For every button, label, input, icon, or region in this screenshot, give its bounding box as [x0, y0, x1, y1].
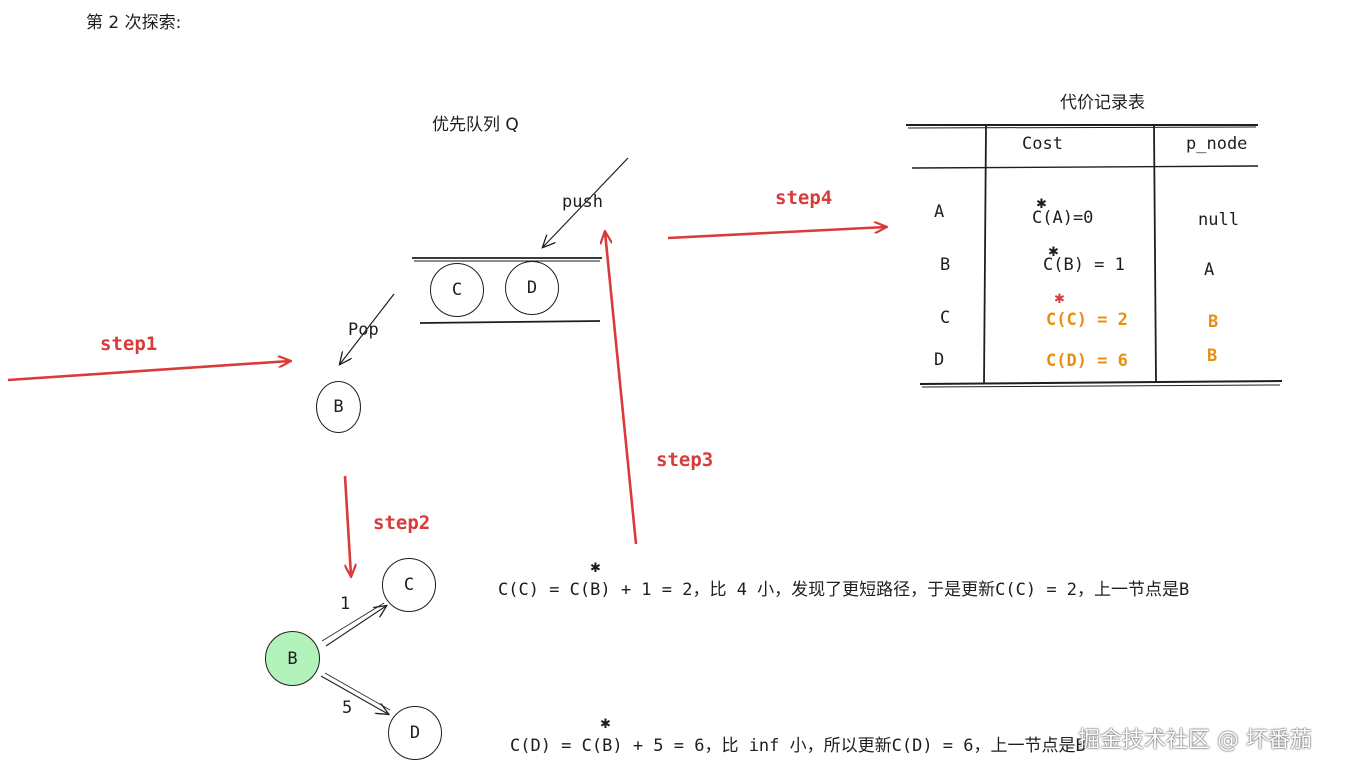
- formula-d: C(D) = C(B) + 5 = 6，比 inf 小，所以更新C(D) = 6…: [510, 736, 1086, 756]
- pop-label: Pop: [348, 320, 379, 340]
- graph-node-b: B: [265, 631, 320, 686]
- queue-title: 优先队列 Q: [432, 115, 519, 135]
- step2-label: step2: [373, 512, 431, 534]
- queue-bottom-rail: [419, 320, 601, 324]
- formula-c: C(C) = C(B) + 1 = 2，比 4 小，发现了更短路径，于是更新C(…: [498, 580, 1190, 600]
- table-header-pnode: p_node: [1186, 134, 1248, 154]
- page-heading: 第 2 次探索:: [86, 13, 182, 33]
- queue-node-d: D: [505, 261, 559, 315]
- star-mark-a: ✱: [1036, 197, 1047, 212]
- table-row-b-cost: C(B) = 1: [1043, 255, 1125, 275]
- table-row-b-pnode: A: [1204, 260, 1215, 280]
- step3-arrow: [605, 232, 638, 545]
- graph-node-d: D: [388, 706, 442, 760]
- step1-arrow: [7, 361, 290, 382]
- table-row-a-node: A: [934, 202, 945, 222]
- graph-node-c: C: [382, 558, 436, 612]
- star-mark-formula-c: ✱: [590, 561, 601, 576]
- table-row-c-node: C: [940, 308, 951, 328]
- edge-b-c: [325, 606, 386, 647]
- table-header-cost: Cost: [1022, 134, 1063, 154]
- table-row-d-node: D: [934, 350, 945, 370]
- push-label: push: [562, 192, 603, 212]
- step3-label: step3: [656, 449, 714, 471]
- table-row-d-pnode: B: [1207, 346, 1218, 366]
- table-row-b-node: B: [940, 255, 951, 275]
- step1-label: step1: [100, 333, 158, 355]
- star-mark-b: ✱: [1048, 245, 1059, 260]
- queue-node-c: C: [430, 263, 484, 317]
- table-col-divider-1: [983, 125, 987, 385]
- table-bottom-border: [919, 380, 1283, 385]
- table-row-c-pnode: B: [1208, 312, 1219, 332]
- table-col-divider-2: [1153, 125, 1157, 384]
- push-arrow: [543, 157, 629, 247]
- watermark: 掘金技术社区 @ 坏番茄: [1078, 728, 1312, 753]
- edge-weight-c: 1: [340, 594, 351, 614]
- pop-arrow: [340, 293, 395, 364]
- step2-arrow: [343, 475, 351, 576]
- step4-label: step4: [775, 187, 833, 209]
- step4-arrow: [667, 227, 886, 240]
- table-row-a-pnode: null: [1198, 210, 1239, 230]
- popped-node-b: B: [316, 381, 361, 433]
- star-mark-formula-d: ✱: [600, 717, 611, 732]
- edge-b-d: [320, 675, 388, 714]
- table-row-c-cost: C(C) = 2: [1046, 310, 1128, 330]
- edge-weight-d: 5: [342, 698, 353, 718]
- table-header-divider: [911, 165, 1259, 169]
- table-row-d-cost: C(D) = 6: [1046, 351, 1128, 371]
- table-title: 代价记录表: [1060, 93, 1145, 113]
- star-mark-c: ✱: [1054, 292, 1065, 307]
- table-row-a-cost: C(A)=0: [1032, 208, 1094, 228]
